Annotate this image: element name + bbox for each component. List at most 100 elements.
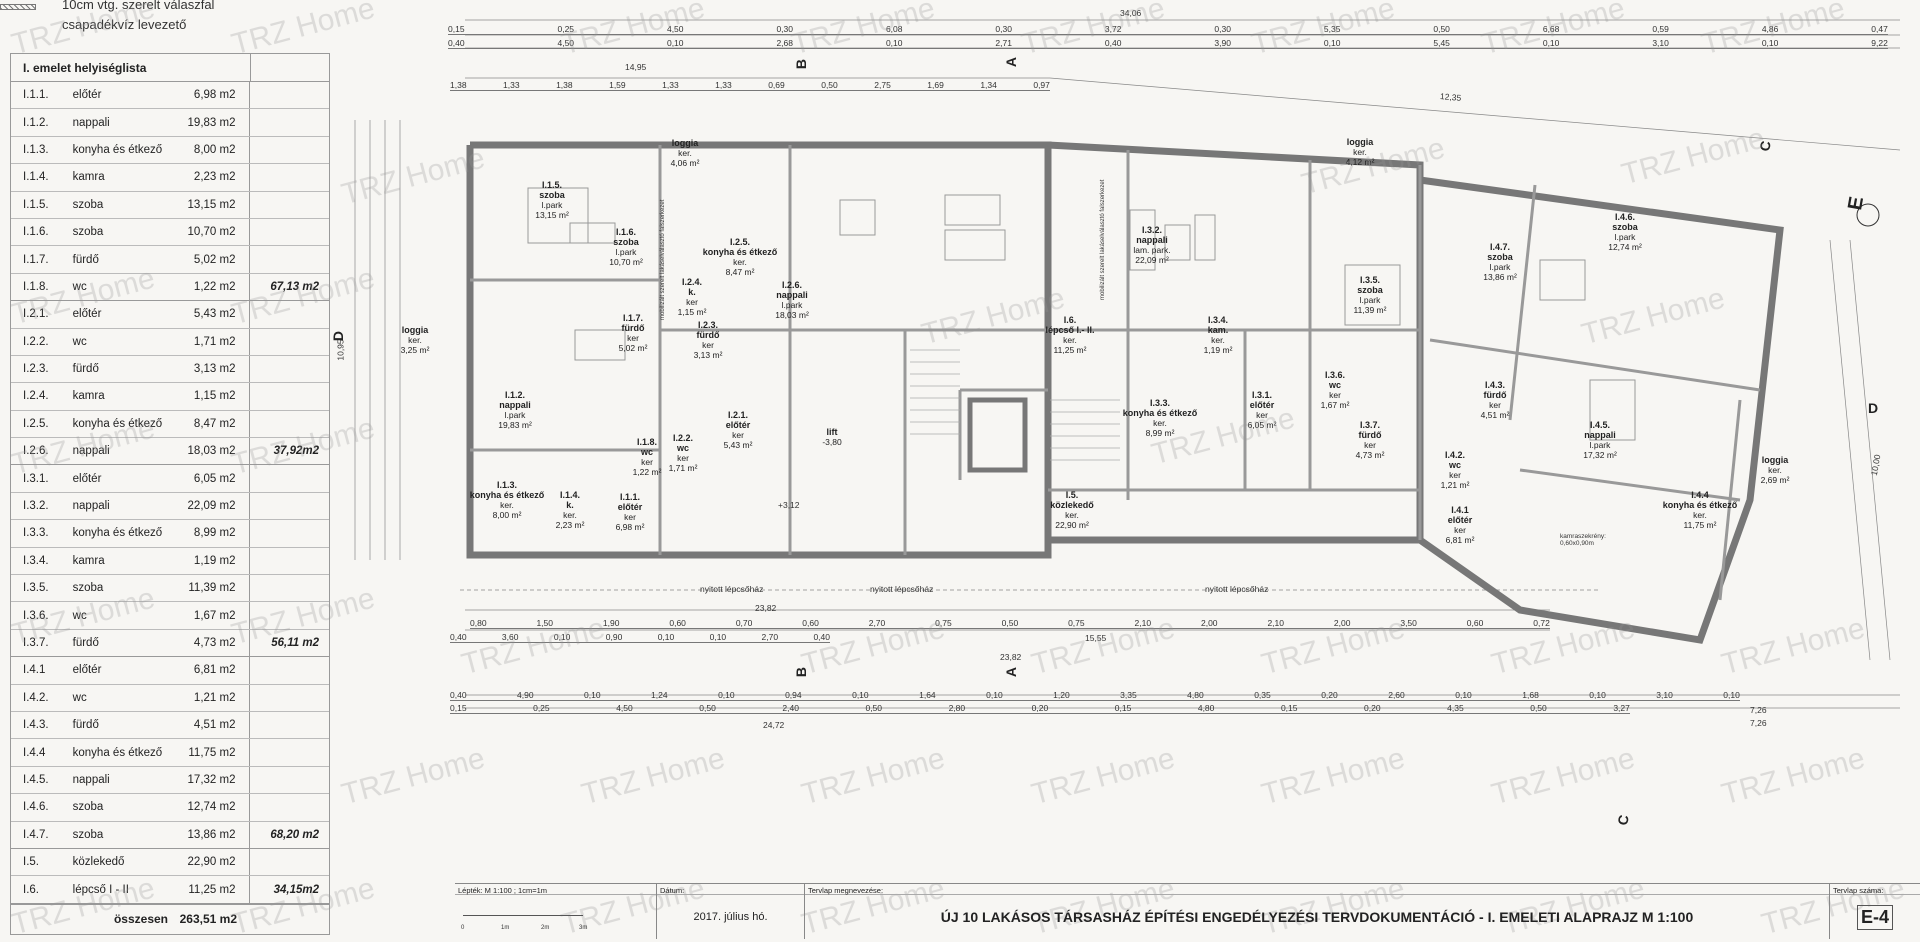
open-stair-label-3: nyitott lépcsőház <box>1205 584 1269 594</box>
room-label-area: 4,73 m² <box>1355 450 1385 460</box>
room-label-id: I.4.4 <box>1691 490 1709 500</box>
room-id: I.2.5. <box>23 417 49 430</box>
room-list-title: I. emelet helyiséglista <box>23 60 147 75</box>
room-id: I.3.1. <box>23 472 49 485</box>
room-label-area: 22,09 m² <box>1135 255 1169 265</box>
scale-cell: Lépték: M 1:100 ; 1cm=1m 0 1m 2m 3m <box>455 884 657 939</box>
room-label-floor: l.park <box>1589 440 1611 450</box>
room-label-name: lift <box>826 427 838 437</box>
room-label-id: I.3.1. <box>1251 390 1273 400</box>
dim-value: 0,10 <box>1323 38 1341 48</box>
room-label-area: 13,86 m² <box>1483 272 1517 282</box>
room-id: I.1.8. <box>23 280 49 293</box>
room-subtotal <box>249 739 329 766</box>
room-name: kamra <box>72 554 105 567</box>
room-label-floor: ker. <box>1768 465 1782 475</box>
dim-right-bottom-2: 7,26 <box>1750 718 1767 728</box>
room-subtotal <box>249 82 329 109</box>
section-marker-a-bottom: A <box>1003 666 1020 678</box>
room-area: 8,00 m2 <box>193 143 236 156</box>
room-subtotal <box>249 164 329 191</box>
room-id: I.3.2. <box>23 500 49 513</box>
dim-value: 1,38 <box>450 80 467 90</box>
room-label-floor: l.park <box>1489 262 1511 272</box>
room-label-id: I.1.8. <box>636 437 658 447</box>
room-label-name: nappali <box>499 400 531 410</box>
dim-value: 0,40 <box>448 38 465 48</box>
dim-value: 0,50 <box>699 703 716 713</box>
room-label-id: I.4.2. <box>1444 450 1466 460</box>
room-label-floor: l.park <box>1359 295 1381 305</box>
room-name: konyha és étkező <box>72 417 163 430</box>
room-name: fürdő <box>72 637 99 649</box>
dim-value: 1,33 <box>503 80 520 90</box>
room-label-id: I.1.5. <box>541 180 563 190</box>
room-area: 13,15 m2 <box>187 198 236 211</box>
room-name: előtér <box>72 472 102 485</box>
room-label-id: I.1.2. <box>504 390 526 400</box>
dim-value: 0,15 <box>448 24 465 34</box>
dim-value: 1,64 <box>919 690 936 700</box>
room-label-name: loggia <box>1346 137 1374 147</box>
dim-value: 4,80 <box>1187 690 1204 700</box>
room-label-area: 11,39 m² <box>1353 305 1387 315</box>
room-label-area: 8,99 m² <box>1145 428 1175 438</box>
room-id: I.5. <box>23 856 39 869</box>
room-label-id: I.4.3. <box>1484 380 1506 390</box>
room-subtotal <box>249 410 329 438</box>
room-label-floor: l.park <box>1614 232 1636 242</box>
section-marker-b-top: B <box>793 58 810 70</box>
sheet-number-label: Tervlap száma: <box>1830 884 1920 895</box>
room-name: konyha és étkező <box>72 143 163 156</box>
room-area: 1,71 m2 <box>193 335 236 348</box>
room-label-floor: l.park <box>504 410 526 420</box>
room-label-id: I.3.3. <box>1149 398 1170 408</box>
room-label-area: 2,23 m² <box>555 520 585 530</box>
room-label-floor: ker <box>641 457 653 467</box>
room-area: 8,99 m2 <box>193 527 236 540</box>
room-label-id: I.3.2. <box>1141 225 1163 235</box>
room-area: 4,73 m2 <box>193 637 236 649</box>
room-label-name: nappali <box>776 290 808 300</box>
room-name: kamra <box>72 390 105 403</box>
dim-value: 0,10 <box>1455 690 1472 700</box>
room-label-name: nappali <box>1584 430 1616 440</box>
dim-value: 0,50 <box>865 703 883 713</box>
room-label-name: loggia <box>401 325 429 335</box>
room-name: nappali <box>72 773 110 786</box>
dim-value: 0,60 <box>802 618 819 628</box>
room-area: 6,98 m2 <box>193 89 236 102</box>
room-area: 3,13 m2 <box>193 363 236 376</box>
room-label-name: wc <box>1448 460 1462 470</box>
date-value: 2017. július hó. <box>693 911 768 923</box>
room-label-area: 10,70 m² <box>609 257 643 267</box>
room-name: szoba <box>72 828 104 841</box>
scale-tick: 0 <box>461 925 465 931</box>
room-label-id: I.6. <box>1063 315 1077 325</box>
room-label-name: k. <box>688 287 696 297</box>
partition-note-2: mobilizált szerelt lakáselválasztó falsz… <box>1100 179 1106 300</box>
room-label-name: konyha és étkező <box>702 247 778 257</box>
room-label-id: I.1.3. <box>496 480 517 490</box>
dim-value: 0,70 <box>735 618 753 628</box>
room-area: 13,86 m2 <box>187 828 236 841</box>
dim-value: 2,00 <box>1200 618 1218 628</box>
section-marker-d-right: D <box>1868 400 1879 416</box>
room-label-floor: ker <box>1364 440 1376 450</box>
room-label-floor: ker <box>627 333 639 343</box>
